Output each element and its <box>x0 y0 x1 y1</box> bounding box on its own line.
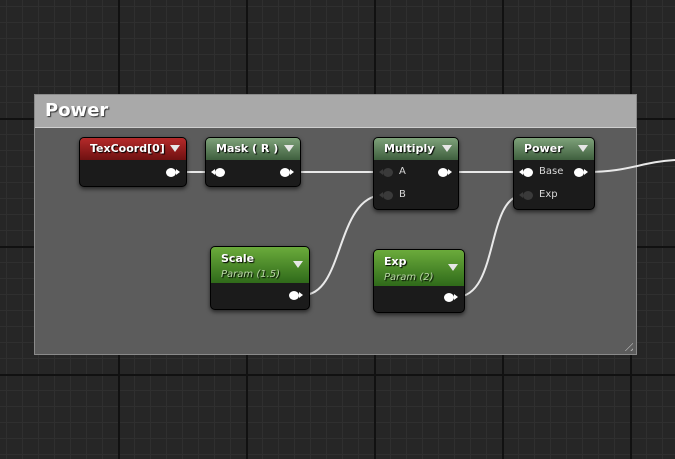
chevron-down-icon[interactable] <box>170 145 180 152</box>
input-pin-base[interactable] <box>519 168 533 177</box>
chevron-down-icon[interactable] <box>293 261 303 268</box>
node-scale-title: Scale <box>221 252 255 265</box>
node-exp-subtitle: Param (2) <box>384 272 434 283</box>
input-pin-exp[interactable] <box>519 191 533 200</box>
chevron-down-icon[interactable] <box>284 145 294 152</box>
chevron-down-icon[interactable] <box>578 145 588 152</box>
output-pin[interactable] <box>438 168 452 177</box>
input-pin[interactable] <box>211 168 225 177</box>
output-pin[interactable] <box>166 168 180 177</box>
node-exp-title: Exp <box>384 255 407 268</box>
pin-label-base: Base <box>539 166 564 177</box>
node-scale-header[interactable]: Scale Param (1.5) <box>211 247 309 283</box>
resize-grip-icon[interactable] <box>621 339 633 351</box>
chevron-down-icon[interactable] <box>448 264 458 271</box>
comment-title[interactable]: Power <box>35 95 636 128</box>
node-mask-title: Mask ( R ) <box>216 142 279 155</box>
input-pin-a[interactable] <box>379 168 393 177</box>
node-scale-subtitle: Param (1.5) <box>221 269 281 280</box>
output-pin[interactable] <box>280 168 294 177</box>
chevron-down-icon[interactable] <box>442 145 452 152</box>
node-exp-param[interactable]: Exp Param (2) <box>373 249 465 313</box>
pin-label-a: A <box>399 166 406 177</box>
pin-label-b: B <box>399 189 406 200</box>
node-texcoord-title: TexCoord[0] <box>90 142 165 155</box>
node-mask[interactable]: Mask ( R ) <box>205 137 301 187</box>
input-pin-b[interactable] <box>379 191 393 200</box>
comment-box-power[interactable]: Power <box>34 94 637 355</box>
node-exp-header[interactable]: Exp Param (2) <box>374 250 464 286</box>
node-mask-header[interactable]: Mask ( R ) <box>206 138 300 160</box>
node-texcoord-header[interactable]: TexCoord[0] <box>80 138 186 160</box>
node-scale-param[interactable]: Scale Param (1.5) <box>210 246 310 310</box>
output-pin[interactable] <box>444 293 458 302</box>
node-multiply-title: Multiply <box>384 142 435 155</box>
output-pin[interactable] <box>289 291 303 300</box>
node-multiply[interactable]: Multiply A B <box>373 137 459 210</box>
node-multiply-header[interactable]: Multiply <box>374 138 458 160</box>
node-texcoord[interactable]: TexCoord[0] <box>79 137 187 187</box>
node-power-header[interactable]: Power <box>514 138 594 160</box>
output-pin[interactable] <box>574 168 588 177</box>
node-power[interactable]: Power Base Exp <box>513 137 595 210</box>
pin-label-exp: Exp <box>539 189 558 200</box>
node-power-title: Power <box>524 142 563 155</box>
